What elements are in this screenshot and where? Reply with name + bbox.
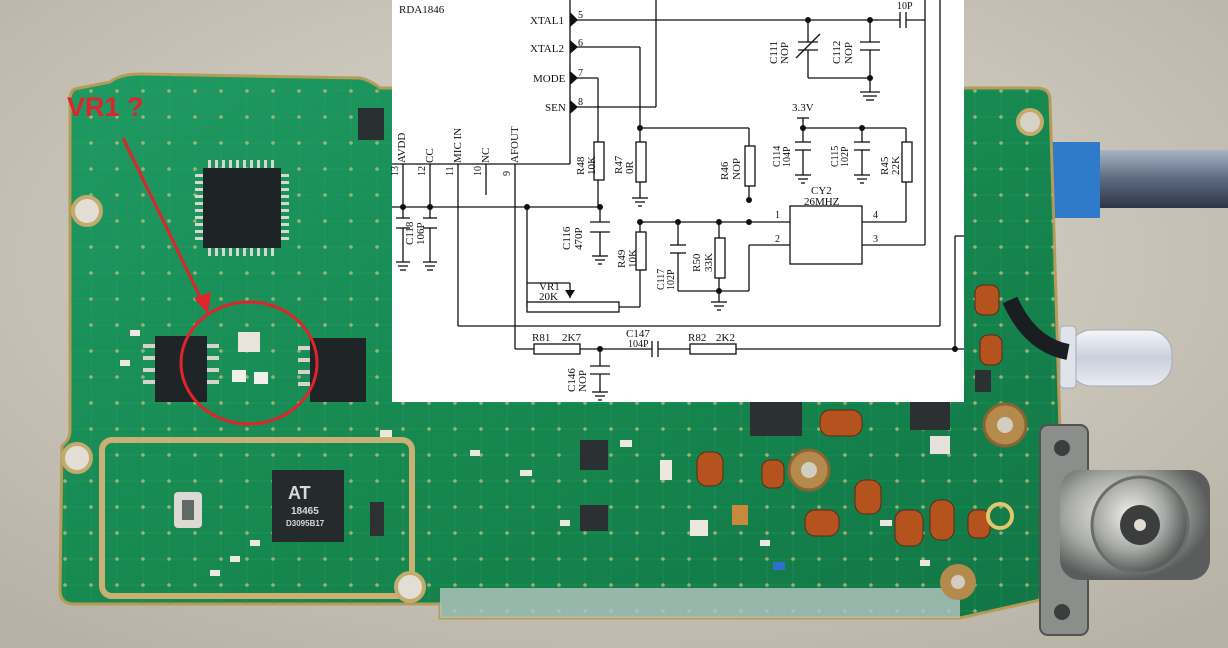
cy2-pin-4: 4	[873, 210, 878, 221]
c118-value: 106P	[415, 222, 427, 245]
cy2-ref: CY2	[811, 185, 832, 197]
pin-num-6: 6	[578, 38, 583, 49]
r49-value: 10K	[627, 249, 639, 268]
pin-name-sen: SEN	[545, 102, 566, 114]
pin-name-nc: NC	[480, 148, 492, 163]
r49-ref: R49	[616, 249, 628, 268]
cap-10p-value: 10P	[897, 1, 913, 12]
r46-ref: R46	[719, 161, 731, 180]
c115-ref: C115	[830, 146, 841, 167]
r47-ref: R47	[613, 155, 625, 174]
pin-num-12: 12	[417, 166, 428, 176]
pin-name-cc: CC	[424, 148, 436, 163]
cy2-pin-1: 1	[775, 210, 780, 221]
pin-name-mic-in: MIC IN	[452, 128, 464, 163]
vr1-value: 20K	[539, 291, 558, 303]
c111-ref: C111	[768, 41, 780, 64]
pin-num-9: 9	[502, 171, 513, 176]
annotation-arrow-line	[121, 137, 206, 306]
c146-ref: C146	[566, 368, 578, 392]
r82-value: 2K2	[716, 332, 735, 344]
pin-num-10: 10	[473, 166, 484, 176]
c114-ref: C114	[772, 146, 783, 167]
c111-value: NOP	[779, 42, 791, 64]
cy2-value: 26MHZ	[804, 196, 840, 208]
r81-ref: R81	[532, 332, 550, 344]
r50-ref: R50	[691, 253, 703, 272]
r45-ref: R45	[879, 156, 891, 175]
chip-part-number: 18465	[291, 506, 319, 517]
c112-value: NOP	[843, 42, 855, 64]
r45-value: 22K	[890, 156, 902, 175]
c118-ref: C118	[404, 221, 416, 245]
annotation-circle	[179, 300, 319, 426]
pin-name-afout: AFOUT	[509, 126, 521, 163]
pin-num-5: 5	[578, 10, 583, 21]
vcc-label: 3.3V	[792, 102, 814, 114]
pin-name-xtal1: XTAL1	[530, 15, 564, 27]
r47-value: 0R	[624, 161, 636, 175]
c115-value: 102P	[840, 146, 851, 167]
pin-num-7: 7	[578, 68, 583, 79]
pin-name-xtal2: XTAL2	[530, 43, 564, 55]
pin-name-avdd: AVDD	[396, 133, 408, 163]
c117-ref: C117	[656, 269, 667, 290]
vr1-ref: VR1	[539, 281, 560, 293]
schematic-panel	[392, 0, 964, 402]
chip-date-code: D3095B17	[286, 519, 325, 528]
ic-name: RDA1846	[399, 4, 445, 16]
c114-value: 104P	[782, 146, 793, 167]
c116-value: 470P	[573, 227, 585, 250]
annotation-label: VR1 ?	[67, 92, 144, 122]
chip-logo: AT	[288, 483, 311, 503]
annotation-arrow-head	[194, 292, 211, 314]
pin-num-11: 11	[445, 166, 456, 176]
r82-ref: R82	[688, 332, 706, 344]
r46-value: NOP	[731, 158, 743, 180]
c147-ref: C147	[626, 328, 650, 340]
c112-ref: C112	[831, 41, 843, 64]
r50-value: 33K	[703, 253, 715, 272]
r48-value: 10K	[586, 156, 598, 175]
cy2-pin-3: 3	[873, 234, 878, 245]
r48-ref: R48	[575, 156, 587, 175]
pin-num-13: 13	[390, 166, 401, 176]
c146-value: NOP	[577, 370, 589, 392]
r81-value: 2K7	[562, 332, 581, 344]
c116-ref: C116	[561, 226, 573, 250]
pin-name-mode: MODE	[533, 73, 566, 85]
pin-num-8: 8	[578, 97, 583, 108]
c117-value: 102P	[666, 269, 677, 290]
cy2-pin-2: 2	[775, 234, 780, 245]
c147-value: 104P	[628, 339, 649, 350]
